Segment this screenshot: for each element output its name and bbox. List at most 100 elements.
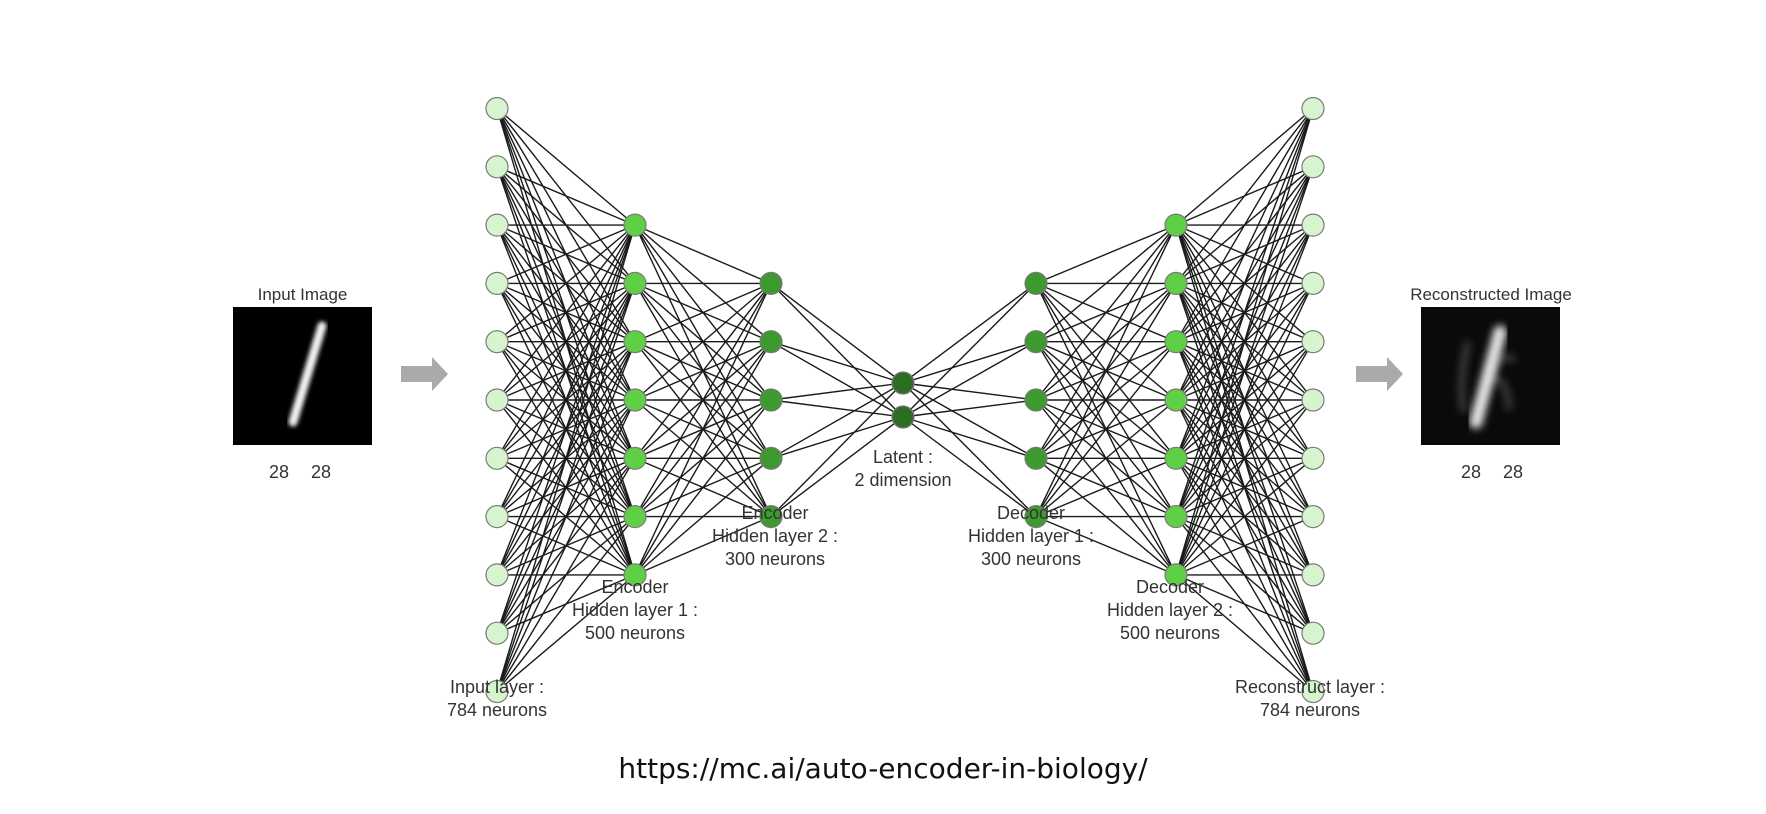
connection-line [496, 457, 636, 692]
neuron-enc1 [623, 563, 647, 587]
connection-line [770, 416, 904, 518]
output-dim-h: 28 [1503, 462, 1524, 482]
output-dim-w: 28 [1461, 462, 1482, 482]
connection-line [1175, 108, 1314, 284]
connection-line [1035, 224, 1177, 401]
connection-line [634, 457, 772, 576]
connection-line [1035, 224, 1177, 285]
connection-line [770, 382, 904, 518]
neuron-enc2 [759, 388, 783, 412]
connection-line [496, 224, 636, 343]
connection-line [1035, 224, 1177, 343]
input-image-title: Input Image [257, 285, 348, 304]
connection-line [1175, 108, 1314, 343]
neuron-enc1 [623, 330, 647, 354]
neuron-enc2 [759, 330, 783, 354]
connection-line [496, 224, 636, 285]
neuron-enc2 [759, 271, 783, 295]
connection-line [1035, 399, 1177, 518]
connection-line [1035, 457, 1177, 518]
neuron-output [1301, 563, 1325, 587]
connection-line [496, 224, 636, 401]
connection-line [902, 382, 1037, 518]
connection-line [1175, 574, 1314, 693]
connection-line [496, 224, 636, 576]
neuron-dec1 [1024, 446, 1048, 470]
neuron-input [485, 271, 509, 295]
connection-line [902, 282, 1037, 418]
connection-line [496, 107, 636, 226]
connection-line [770, 341, 904, 418]
connections [496, 107, 1314, 693]
input-dim-w: 28 [269, 462, 290, 482]
connection-line [496, 224, 636, 459]
neuron-input [485, 621, 509, 645]
source-url: https://mc.ai/auto-encoder-in-biology/ [618, 752, 1148, 785]
connection-line [496, 341, 636, 692]
connection-line [902, 341, 1037, 384]
connection-line [1175, 108, 1314, 401]
connection-line [902, 341, 1037, 418]
connection-line [634, 283, 772, 576]
connection-line [1175, 457, 1314, 576]
connection-line [634, 283, 772, 517]
connection-line [496, 399, 636, 692]
latent-label: Latent :2 dimension [854, 447, 952, 490]
neuron-dec2 [1164, 504, 1188, 529]
neuron-output [1301, 155, 1325, 179]
neuron-dec1 [1024, 504, 1048, 529]
connection-line [1175, 341, 1314, 576]
input-image [233, 307, 372, 445]
connection-line [770, 282, 904, 384]
connection-line [496, 516, 636, 692]
connection-line [1035, 341, 1177, 518]
connection-line [1175, 108, 1314, 517]
neuron-enc2 [759, 504, 783, 529]
connection-line [1035, 224, 1177, 459]
neuron-output [1301, 621, 1325, 645]
connection-line [496, 224, 636, 634]
neuron-dec1 [1024, 271, 1048, 295]
connection-line [496, 283, 636, 692]
neuron-latent [891, 405, 915, 429]
neuron-dec2 [1164, 446, 1188, 470]
connection-line [496, 166, 636, 226]
reconstructed-image [1421, 307, 1560, 445]
neuron-output [1301, 330, 1325, 354]
connection-line [1175, 107, 1314, 226]
connection-line [1175, 283, 1314, 576]
neurons [485, 96, 1325, 704]
neuron-dec1 [1024, 330, 1048, 354]
neuron-enc1 [623, 213, 647, 237]
neuron-dec2 [1164, 271, 1188, 295]
connection-line [634, 224, 772, 285]
connection-line [770, 382, 904, 459]
connection-line [634, 515, 772, 576]
neuron-input [485, 679, 509, 704]
neuron-output [1301, 213, 1325, 237]
connection-line [902, 282, 1037, 384]
connection-line [902, 382, 1037, 401]
neuron-input [485, 446, 509, 470]
connection-line [634, 341, 772, 576]
connection-line [770, 399, 904, 418]
neuron-dec2 [1164, 330, 1188, 354]
connection-line [496, 224, 636, 692]
neuron-dec2 [1164, 563, 1188, 587]
neuron-output [1301, 504, 1325, 529]
neuron-dec1 [1024, 388, 1048, 412]
neuron-enc1 [623, 446, 647, 470]
connection-line [496, 224, 636, 517]
connection-line [1175, 224, 1314, 576]
neuron-output [1301, 271, 1325, 295]
neuron-input [485, 96, 509, 121]
neuron-enc2 [759, 446, 783, 470]
connection-line [496, 574, 636, 693]
neuron-enc1 [623, 271, 647, 295]
neuron-input [485, 213, 509, 237]
